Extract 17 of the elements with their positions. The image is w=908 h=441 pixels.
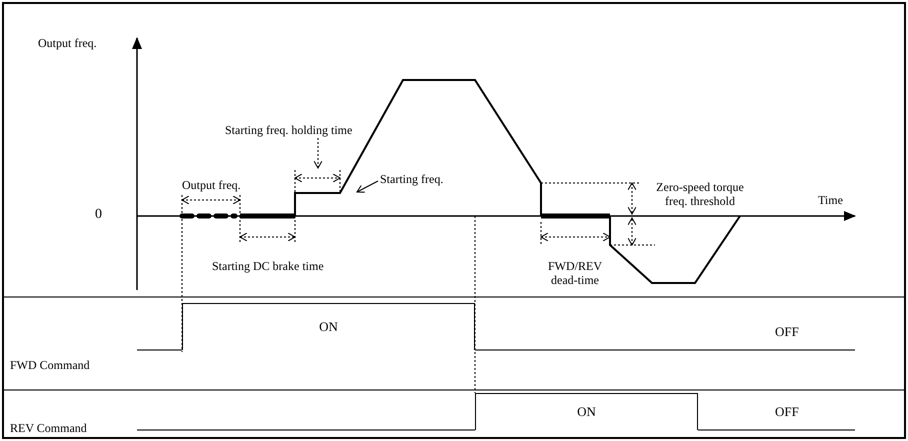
tick-label: 0 <box>95 208 102 222</box>
dimension-label: Output freq. <box>182 178 241 192</box>
on-pulse: ON <box>182 303 475 350</box>
leader-arrow <box>356 180 378 193</box>
axis-label: Output freq. <box>38 36 97 50</box>
callout-text: Starting freq. holding time <box>225 123 352 137</box>
dimension-label: FWD/REV dead-time <box>547 259 603 287</box>
on-pulse: ON <box>475 393 698 430</box>
signal-label: REV Command <box>10 421 87 435</box>
state-label: OFF <box>775 405 799 419</box>
leader-arrow <box>314 138 322 168</box>
state-label: OFF <box>775 325 799 339</box>
signal-label: FWD Command <box>10 358 90 372</box>
dimension-label: Zero-speed torque freq. threshold <box>655 180 745 208</box>
callout-text: Starting freq. <box>380 172 444 186</box>
dimension-label: Starting DC brake time <box>212 259 324 273</box>
axis-label: Time <box>818 193 843 207</box>
